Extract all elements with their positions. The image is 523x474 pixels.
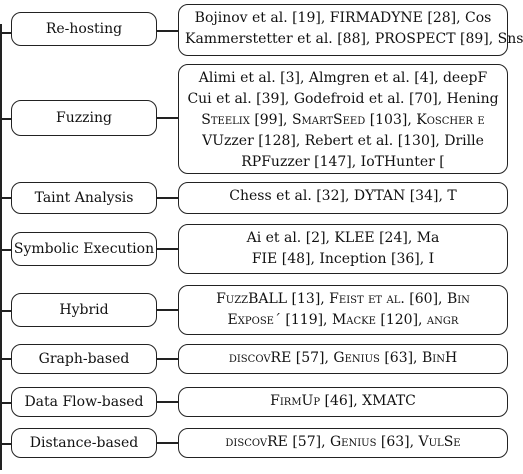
content-hybrid: FuzzBALL [13], Feist et al. [60], Bin Ex… bbox=[178, 285, 508, 335]
content-fuzzing: Alimi et al. [3], Almgren et al. [4], de… bbox=[178, 64, 508, 174]
content-taint-analysis: Chess et al. [32], DYTAN [34], T bbox=[178, 182, 508, 214]
content-line: Expose´ [119], Macke [120], angr bbox=[227, 312, 459, 328]
category-label: Taint Analysis bbox=[34, 190, 134, 206]
category-label: Distance-based bbox=[29, 435, 139, 451]
category-fuzzing: Fuzzing bbox=[11, 100, 157, 136]
content-line: discovRE [57], Genius [63], VulSe bbox=[225, 434, 461, 450]
content-line: FirmUp [46], XMATC bbox=[270, 393, 416, 409]
content-line: Alimi et al. [3], Almgren et al. [4], de… bbox=[198, 70, 488, 86]
tree-branch bbox=[0, 32, 12, 34]
content-line: VUzzer [128], Rebert et al. [130], Drill… bbox=[202, 133, 484, 149]
content-line: Steelix [99], SmartSeed [103], Koscher e bbox=[201, 112, 485, 128]
category-hybrid: Hybrid bbox=[11, 293, 157, 327]
content-data-flow-based: FirmUp [46], XMATC bbox=[178, 387, 508, 417]
connector bbox=[157, 309, 179, 311]
connector bbox=[157, 442, 179, 444]
category-symbolic-execution: Symbolic Execution bbox=[11, 232, 157, 266]
connector bbox=[157, 401, 179, 403]
tree-branch bbox=[0, 249, 12, 251]
tree-branch bbox=[0, 118, 12, 120]
connector bbox=[157, 248, 179, 250]
content-line: Cui et al. [39], Godefroid et al. [70], … bbox=[187, 91, 499, 107]
tree-branch bbox=[0, 358, 12, 360]
category-data-flow-based: Data Flow-based bbox=[11, 387, 157, 417]
category-label: Data Flow-based bbox=[24, 394, 144, 410]
category-label: Graph-based bbox=[38, 351, 130, 367]
content-line: Kammerstetter et al. [88], PROSPECT [89]… bbox=[185, 31, 523, 47]
content-re-hosting: Bojinov et al. [19], FIRMADYNE [28], Cos… bbox=[178, 4, 523, 56]
connector bbox=[157, 117, 179, 119]
content-symbolic-execution: Ai et al. [2], KLEE [24], Ma FIE [48], I… bbox=[178, 224, 508, 274]
category-distance-based: Distance-based bbox=[11, 428, 157, 458]
connector bbox=[157, 197, 179, 199]
content-line: discovRE [57], Genius [63], BinH bbox=[228, 350, 458, 366]
tree-branch bbox=[0, 402, 12, 404]
tree-spine bbox=[0, 24, 2, 470]
category-label: Symbolic Execution bbox=[13, 241, 155, 257]
content-line: Bojinov et al. [19], FIRMADYNE [28], Cos bbox=[194, 10, 492, 26]
connector bbox=[157, 30, 179, 32]
connector bbox=[157, 358, 179, 360]
content-distance-based: discovRE [57], Genius [63], VulSe bbox=[178, 428, 508, 458]
tree-branch bbox=[0, 310, 12, 312]
category-label: Fuzzing bbox=[56, 110, 112, 126]
content-line: FIE [48], Inception [36], I bbox=[251, 251, 435, 267]
tree-branch bbox=[0, 443, 12, 445]
content-line: FuzzBALL [13], Feist et al. [60], Bin bbox=[216, 291, 470, 307]
category-label: Re-hosting bbox=[45, 21, 123, 37]
category-graph-based: Graph-based bbox=[11, 344, 157, 374]
category-taint-analysis: Taint Analysis bbox=[11, 182, 157, 214]
category-label: Hybrid bbox=[59, 302, 109, 318]
tree-branch bbox=[0, 197, 12, 199]
content-graph-based: discovRE [57], Genius [63], BinH bbox=[178, 344, 508, 374]
taxonomy-diagram: Re-hosting Bojinov et al. [19], FIRMADYN… bbox=[0, 4, 523, 470]
category-re-hosting: Re-hosting bbox=[11, 12, 157, 46]
content-line: Ai et al. [2], KLEE [24], Ma bbox=[246, 230, 440, 246]
content-line: RPFuzzer [147], IoTHunter [ bbox=[241, 154, 445, 170]
content-line: Chess et al. [32], DYTAN [34], T bbox=[229, 188, 457, 204]
